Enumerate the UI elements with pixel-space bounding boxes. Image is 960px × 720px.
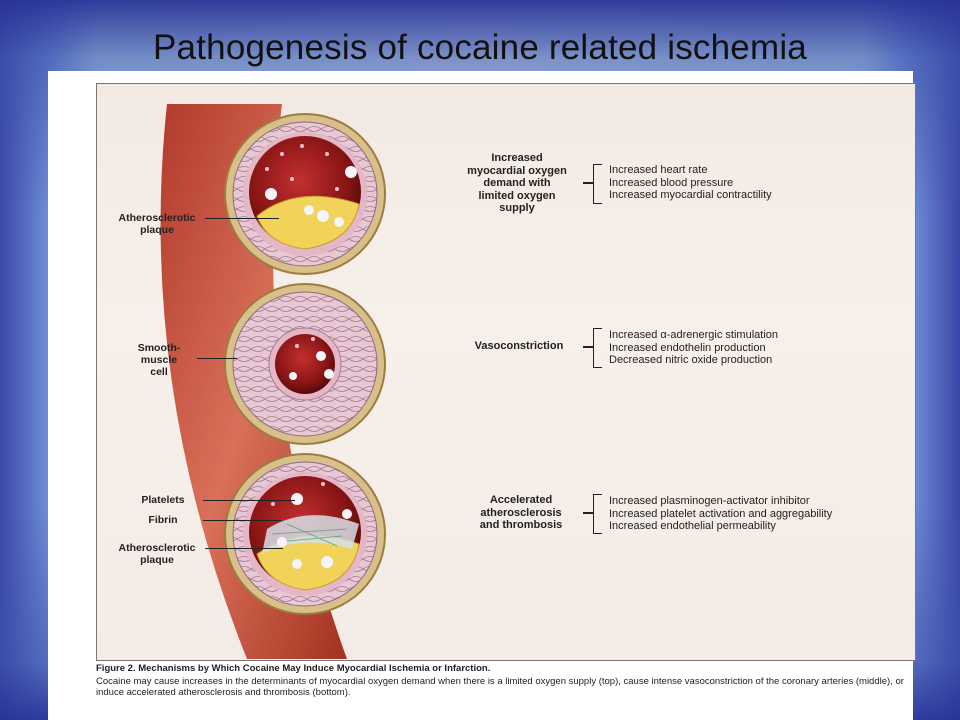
figure-caption: Figure 2. Mechanisms by Which Cocaine Ma… (96, 663, 906, 699)
brace-tick (583, 182, 593, 184)
leader-line (203, 520, 281, 521)
effect-item: Increased α-adrenergic stimulation (609, 329, 778, 341)
mechanism-2-label: Vasoconstriction (474, 340, 564, 352)
label-smooth-muscle-cell: Smooth- muscle cell (137, 342, 181, 378)
leader-line (205, 218, 279, 219)
effect-item: Increased plasminogen-activator inhibito… (609, 495, 810, 507)
mechanism-2-effects: Increased α-adrenergic stimulation Incre… (609, 329, 778, 367)
label-platelets: Platelets (141, 494, 185, 506)
brace (593, 164, 602, 204)
effect-item: Increased platelet activation and aggreg… (609, 507, 833, 520)
effect-item: Increased endothelial permeability (609, 520, 776, 533)
effect-item: Increased endothelin production (609, 341, 766, 354)
label-fibrin: Fibrin (148, 514, 178, 526)
brace-tick (583, 512, 593, 514)
mechanism-1-effects: Increased heart rate Increased blood pre… (609, 164, 772, 202)
brace (593, 328, 602, 368)
cross-section-bottom (224, 453, 386, 615)
mechanism-1-label: Increased myocardial oxygen demand with … (467, 152, 567, 214)
caption-title: Figure 2. Mechanisms by Which Cocaine Ma… (96, 663, 491, 674)
artery-illustration (160, 104, 386, 659)
leader-line (203, 500, 295, 501)
brace (593, 494, 602, 534)
leader-line (197, 358, 237, 359)
effect-item: Increased heart rate (609, 164, 708, 176)
effect-item: Decreased nitric oxide production (609, 354, 773, 367)
mechanism-3-label: Accelerated atherosclerosis and thrombos… (479, 494, 563, 531)
effect-item: Increased myocardial contractility (609, 189, 772, 202)
mechanism-3-effects: Increased plasminogen-activator inhibito… (609, 495, 832, 533)
figure-frame: Atherosclerotic plaque Smooth- muscle ce… (96, 83, 916, 661)
cross-section-middle (224, 283, 386, 445)
cross-section-top (224, 113, 386, 275)
effect-item: Increased blood pressure (609, 176, 734, 189)
brace-tick (583, 346, 593, 348)
label-atherosclerotic-plaque-top: Atherosclerotic plaque (118, 212, 196, 236)
leader-line (205, 548, 283, 549)
slide-title: Pathogenesis of cocaine related ischemia (153, 28, 807, 67)
caption-text: Cocaine may cause increases in the deter… (96, 675, 904, 699)
figure-panel: Atherosclerotic plaque Smooth- muscle ce… (48, 71, 916, 720)
label-atherosclerotic-plaque-bottom: Atherosclerotic plaque (118, 542, 196, 566)
